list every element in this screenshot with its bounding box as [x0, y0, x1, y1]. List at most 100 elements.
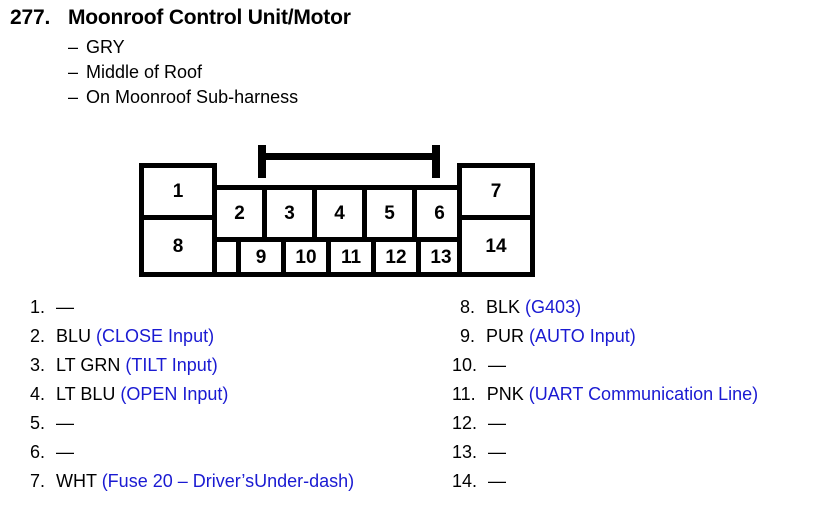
pin-list-item: 5. — — [22, 413, 442, 442]
pin-number: 11. — [452, 384, 476, 404]
connector-detail-item: –GRY — [68, 35, 805, 60]
pin-description: — — [488, 355, 812, 376]
pin-description: PNK (UART Communication Line) — [487, 384, 812, 405]
pin-list-item: 12. — — [452, 413, 812, 442]
connector-pin-1[interactable]: 1 — [139, 163, 217, 220]
connector-pin-4-label: 4 — [334, 203, 345, 224]
pin-signal-note: (AUTO Input) — [529, 326, 636, 346]
pin-description: — — [56, 413, 442, 434]
pin-list-item: 8. BLK (G403) — [452, 297, 812, 326]
pin-empty-dash: — — [488, 413, 507, 433]
detail-text: GRY — [86, 37, 125, 57]
pin-empty-dash: — — [56, 297, 74, 317]
pin-list-column-left: 1. — 2. BLU (CLOSE Input) 3. LT GRN (TILT Inp… — [22, 297, 442, 500]
connector-pin-13-label: 13 — [430, 246, 452, 268]
pin-empty-dash: — — [56, 442, 74, 462]
pin-number: 6. — [29, 442, 45, 462]
detail-text: Middle of Roof — [86, 62, 203, 82]
pin-wire-color: WHT — [56, 471, 97, 491]
locking-tab-crossbar — [258, 153, 440, 160]
pin-description: LT BLU (OPEN Input) — [56, 384, 442, 405]
connector-pin-4[interactable]: 4 — [312, 185, 367, 242]
connector-pin-5-label: 5 — [384, 203, 395, 224]
pin-number: 9. — [459, 326, 475, 346]
locking-tab-right-post — [432, 145, 440, 178]
connector-pin-8-label: 8 — [172, 235, 184, 257]
pin-wire-color: PUR — [486, 326, 525, 346]
pin-signal-note: (CLOSE Input) — [96, 326, 215, 346]
pin-signal-note: (OPEN Input) — [120, 384, 229, 404]
pin-signal-note: (UART Communication Line) — [528, 384, 759, 404]
pin-number: 5. — [29, 413, 45, 433]
pin-assignment-list: 1. — 2. BLU (CLOSE Input) 3. LT GRN (TILT Inp… — [0, 297, 815, 502]
pin-description: — — [56, 442, 442, 463]
connector-detail-item: –On Moonroof Sub-harness — [68, 85, 805, 110]
pin-list-item: 4. LT BLU (OPEN Input) — [22, 384, 442, 413]
pin-wire-color: LT GRN — [56, 355, 121, 375]
pin-list-item: 14. — — [452, 471, 812, 500]
connector-diagram: 1 2 3 4 5 6 7 8 9 10 11 12 13 14 — [139, 145, 535, 277]
connector-pin-1-label: 1 — [172, 181, 184, 202]
connector-pin-11[interactable]: 11 — [326, 237, 376, 277]
pin-list-item: 9. PUR (AUTO Input) — [452, 326, 812, 355]
detail-dash: – — [68, 62, 79, 82]
pin-description: LT GRN (TILT Input) — [56, 355, 442, 376]
pin-list-item: 3. LT GRN (TILT Input) — [22, 355, 442, 384]
pin-number: 4. — [29, 384, 45, 404]
pin-list-item: 7. WHT (Fuse 20 – Driver’sUnder-dash) — [22, 471, 442, 500]
page-title: 277. Moonroof Control Unit/Motor — [10, 6, 805, 30]
pin-description: — — [56, 297, 442, 318]
pin-description: BLK (G403) — [486, 297, 812, 318]
pin-number: 2. — [29, 326, 45, 346]
pin-wire-color: LT BLU — [56, 384, 116, 404]
pin-wire-color: BLK — [486, 297, 521, 317]
connector-detail-item: –Middle of Roof — [68, 60, 805, 85]
pin-number: 8. — [459, 297, 475, 317]
pin-list-column-right: 8. BLK (G403) 9. PUR (AUTO Input) 10. — 11. PNK… — [452, 297, 812, 500]
pin-list-item: 13. — — [452, 442, 812, 471]
title-number: 277. — [10, 6, 51, 29]
connector-pin-3[interactable]: 3 — [262, 185, 317, 242]
pin-empty-dash: — — [56, 413, 74, 433]
pin-description: WHT (Fuse 20 – Driver’sUnder-dash) — [56, 471, 442, 492]
connector-pin-2[interactable]: 2 — [212, 185, 267, 242]
pin-number: 12. — [452, 413, 478, 433]
pin-empty-dash: — — [488, 471, 507, 491]
detail-dash: – — [68, 37, 79, 57]
connector-pin-9[interactable]: 9 — [236, 237, 286, 277]
pin-number: 10. — [452, 355, 478, 375]
pin-description: BLU (CLOSE Input) — [56, 326, 442, 347]
connector-pin-10[interactable]: 10 — [281, 237, 331, 277]
pin-empty-dash: — — [488, 355, 507, 375]
pin-list-item: 6. — — [22, 442, 442, 471]
pin-number: 7. — [29, 471, 45, 491]
connector-pin-7[interactable]: 7 — [457, 163, 535, 220]
pin-description: — — [488, 413, 812, 434]
pin-wire-color: PNK — [486, 384, 524, 404]
pin-list-item: 1. — — [22, 297, 442, 326]
connector-pin-5[interactable]: 5 — [362, 185, 417, 242]
pin-number: 13. — [452, 442, 478, 462]
pin-number: 1. — [29, 297, 45, 317]
pin-list-item: 10. — — [452, 355, 812, 384]
connector-pin-2-label: 2 — [234, 203, 245, 224]
page-header: 277. Moonroof Control Unit/Motor –GRY–Mi… — [10, 6, 805, 110]
pin-list-item: 2. BLU (CLOSE Input) — [22, 326, 442, 355]
pin-description: — — [488, 471, 812, 492]
connector-detail-list: –GRY–Middle of Roof–On Moonroof Sub-harn… — [10, 35, 805, 110]
connector-pin-3-label: 3 — [284, 203, 295, 224]
pin-number: 3. — [29, 355, 45, 375]
connector-pin-12[interactable]: 12 — [371, 237, 421, 277]
connector-pin-6-label: 6 — [434, 203, 445, 224]
pin-empty-dash: — — [488, 442, 507, 462]
connector-pin-14[interactable]: 14 — [457, 215, 535, 277]
pin-number: 14. — [452, 471, 478, 491]
pin-signal-note: (Fuse 20 – Driver’sUnder-dash) — [101, 471, 355, 491]
connector-pin-8[interactable]: 8 — [139, 215, 217, 277]
pin-signal-note: (G403) — [525, 297, 582, 317]
connector-pin-14-label: 14 — [485, 235, 507, 257]
connector-pin-12-label: 12 — [385, 246, 407, 268]
locking-tab-left-post — [258, 145, 266, 178]
title-text: Moonroof Control Unit/Motor — [68, 6, 351, 29]
connector-pin-11-label: 11 — [340, 246, 362, 268]
